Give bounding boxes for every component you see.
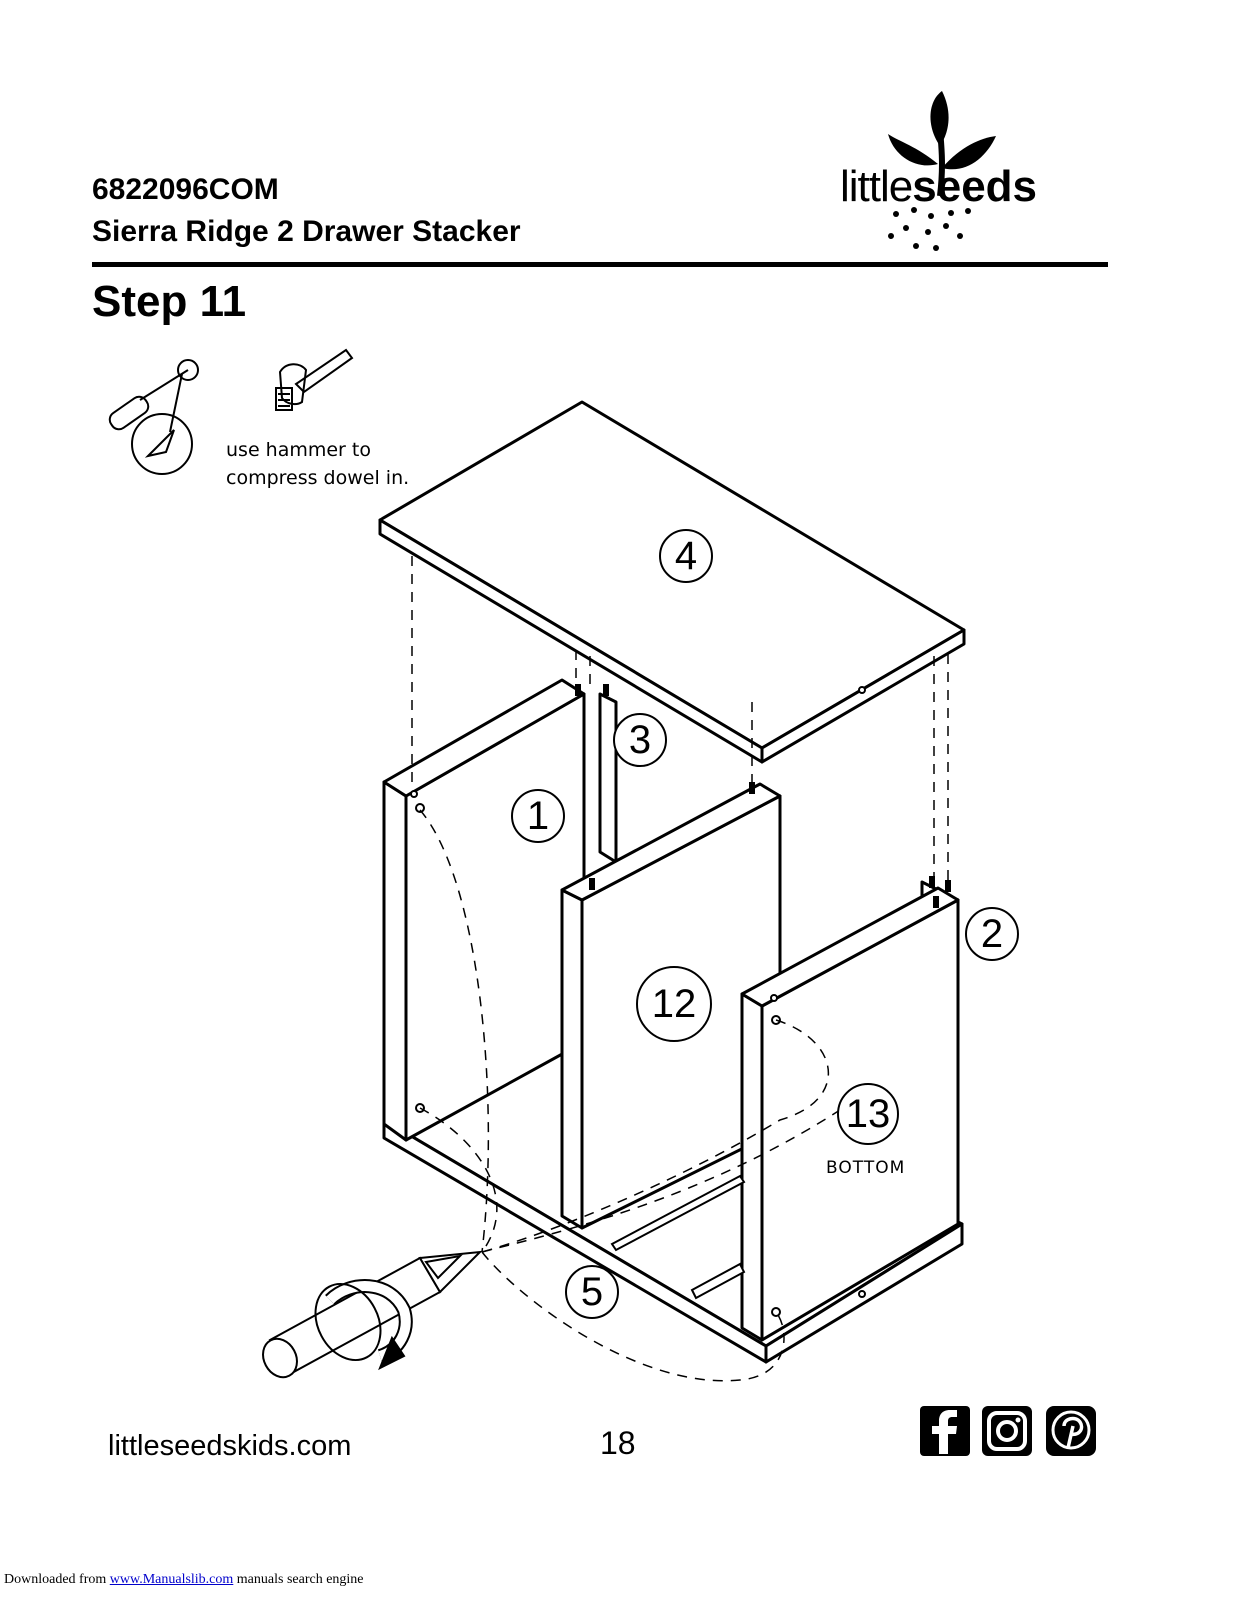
panel-12-front-edge [560,888,584,1230]
panel-4-side-edge [760,628,966,764]
panel-3-rail [598,692,618,864]
drawer-slide-right [690,1262,746,1300]
download-prefix: Downloaded from [4,1572,110,1587]
website-url: littleseedskids.com [108,1430,352,1462]
product-name: Sierra Ridge 2 Drawer Stacker [92,215,521,248]
logo-word-seeds: seeds [912,162,1038,211]
panel-12-top-edge [560,782,782,902]
panel-13-top-edge [740,886,960,1008]
brand-logo [836,86,1106,256]
screwdriver-rotate-icon [262,1250,483,1379]
part-label-3: 3 [629,718,651,762]
instagram-icon [982,1406,1032,1456]
download-notice: Downloaded from www.Manualslib.com manua… [4,1572,364,1588]
panel-1-front-edge [382,780,408,1142]
screwdriver-icon [100,352,210,482]
manualslib-link[interactable]: www.Manualslib.com [109,1572,234,1587]
part-label-13: 13 [846,1092,891,1136]
sprout-icon [888,91,996,251]
facebook-icon [920,1406,970,1456]
tool-instruction-line1: use hammer to [226,439,371,461]
part-label-5: 5 [581,1270,603,1314]
page-number: 18 [600,1425,636,1461]
model-code: 6822096COM [92,173,279,206]
header-rule [92,262,1108,267]
tool-instruction: use hammer to compress dowel in. [226,436,409,492]
logo-wordmark: littleseeds [840,162,1037,212]
pinterest-icon [1046,1406,1096,1456]
hammer-icon [266,344,356,434]
step-title: Step 11 [92,277,247,326]
part-label-12: 12 [652,982,697,1026]
part-label-4: 4 [675,534,697,578]
download-suffix: manuals search engine [233,1572,364,1587]
bottom-orientation-label: BOTTOM [826,1158,906,1178]
panel-13-front-edge [740,992,764,1342]
tool-instruction-line2: compress dowel in. [226,467,410,489]
drawer-slide-left [610,1174,746,1252]
social-icons [918,1404,1100,1458]
panel-1-top-edge [382,678,586,798]
part-label-1: 1 [527,794,549,838]
part-label-2: 2 [981,912,1003,956]
logo-word-little: little [840,162,913,211]
